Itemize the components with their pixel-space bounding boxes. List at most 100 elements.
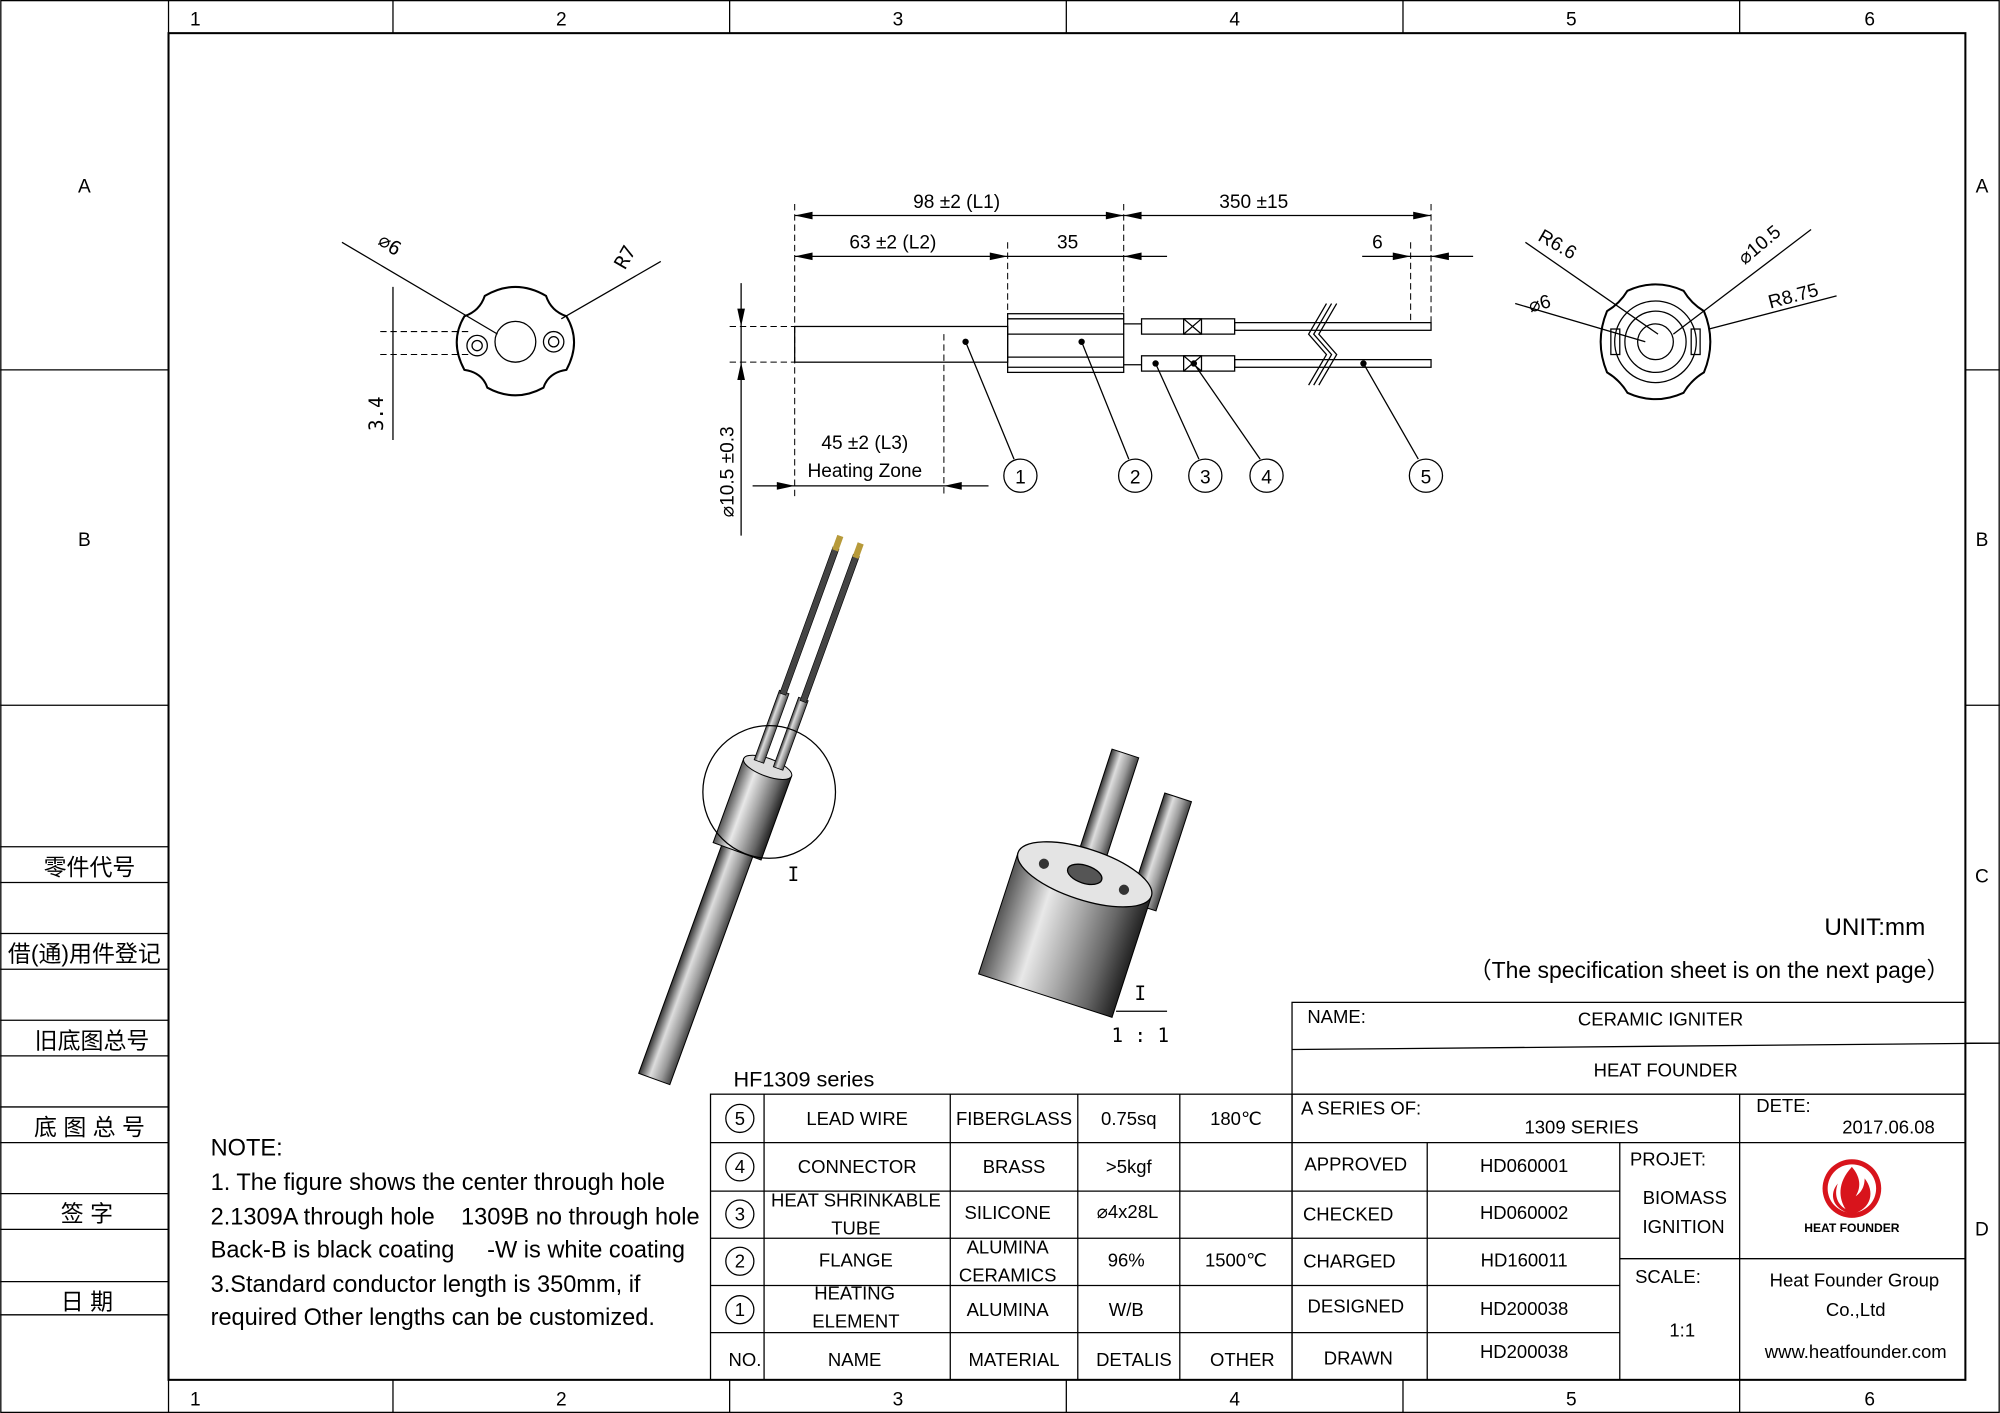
bom-header-details: DETALIS <box>1096 1349 1172 1370</box>
left-hole-diameter-label: ⌀6 <box>374 229 405 260</box>
approval-code: HD200038 <box>1480 1341 1568 1362</box>
notes: NOTE: 1. The figure shows the center thr… <box>211 1134 700 1330</box>
balloon-2: 2 <box>1130 467 1141 488</box>
left-end-view: ⌀6 R7 3.4 <box>341 229 662 440</box>
bom-material: BRASS <box>983 1156 1046 1177</box>
company-website[interactable]: www.heatfounder.com <box>1764 1341 1947 1362</box>
zone-col-2-bottom: 2 <box>556 1389 567 1410</box>
dim-l3: 45 ±2 (L3) <box>821 433 908 454</box>
logo-text: HEAT FOUNDER <box>1804 1221 1900 1235</box>
zone-col-5: 5 <box>1566 10 1577 31</box>
bom-material: SILICONE <box>965 1202 1051 1223</box>
bom-header-material: MATERIAL <box>968 1349 1059 1370</box>
dim-l2: 63 ±2 (L2) <box>849 233 936 254</box>
date-label: DETE: <box>1756 1095 1810 1116</box>
zone-row-b-right: B <box>1976 530 1989 551</box>
left-radius-label: R7 <box>609 241 640 272</box>
bom-other: 180℃ <box>1210 1108 1262 1129</box>
bom-name: FLANGE <box>819 1249 893 1270</box>
zone-row-a: A <box>78 177 91 198</box>
side-label-borrow-register: 借(通)用件登记 <box>8 941 161 967</box>
zone-col-4: 4 <box>1229 10 1240 31</box>
bom-header-no: NO. <box>729 1349 762 1370</box>
side-label-part-code: 零件代号 <box>44 854 136 880</box>
bom-other: 1500℃ <box>1205 1249 1267 1270</box>
zone-row-d-right: D <box>1975 1220 1989 1241</box>
series-label: HF1309 series <box>733 1067 874 1092</box>
bom-header-name: NAME <box>828 1349 881 1370</box>
note-line: 1. The figure shows the center through h… <box>211 1169 665 1195</box>
side-label-date: 日 期 <box>61 1289 113 1315</box>
note-line: 3.Standard conductor length is 350mm, if <box>211 1271 641 1297</box>
right-end-view: R6.6 ⌀6 ⌀10.5 R8.75 <box>1515 222 1837 401</box>
right-d105-label: ⌀10.5 <box>1734 222 1785 269</box>
bom-no: 3 <box>735 1203 745 1224</box>
dim-diameter: ⌀10.5 ±0.3 <box>717 426 738 517</box>
balloon-5: 5 <box>1421 467 1432 488</box>
detail-label: I <box>1135 982 1147 1005</box>
side-label-old-base-no: 旧底图总号 <box>35 1027 150 1053</box>
zone-row-b: B <box>78 530 91 551</box>
bom-name: LEAD WIRE <box>806 1108 908 1129</box>
bom-name: HEAT SHRINKABLE <box>771 1189 941 1210</box>
zone-col-6-bottom: 6 <box>1864 1389 1875 1410</box>
bom-details: 96% <box>1108 1249 1145 1270</box>
dim-overall-length: 98 ±2 (L1) <box>913 192 1000 213</box>
right-r875-label: R8.75 <box>1766 280 1821 313</box>
project-value-line2: IGNITION <box>1642 1216 1724 1237</box>
note-line: Back-B is black coating -W is white coat… <box>211 1236 685 1262</box>
approval-role: CHARGED <box>1303 1251 1395 1272</box>
scale-label: SCALE: <box>1635 1266 1701 1287</box>
zone-col-2: 2 <box>556 10 567 31</box>
dim-heating-zone: Heating Zone <box>807 461 922 482</box>
approval-code: HD160011 <box>1481 1249 1568 1270</box>
company-name-line2: Co.,Ltd <box>1826 1299 1886 1320</box>
balloon-3: 3 <box>1200 467 1211 488</box>
bom-no: 4 <box>735 1156 745 1177</box>
zone-col-1: 1 <box>190 10 201 31</box>
company-header: HEAT FOUNDER <box>1594 1059 1738 1080</box>
approval-code: HD060001 <box>1480 1155 1568 1176</box>
detail-view: I 1 : 1 <box>977 748 1193 1047</box>
approval-role: CHECKED <box>1303 1203 1393 1224</box>
series-of-label: A SERIES OF: <box>1301 1098 1421 1119</box>
left-offset-label: 3.4 <box>365 397 388 432</box>
approval-role: DESIGNED <box>1308 1295 1405 1316</box>
dim-lead-length: 350 ±15 <box>1219 192 1288 213</box>
spec-sheet-note: （The specification sheet is on the next … <box>1469 957 1950 983</box>
bom-name-line2: TUBE <box>831 1217 880 1238</box>
balloon-4: 4 <box>1261 467 1272 488</box>
title-block: NAME: CERAMIC IGNITER HEAT FOUNDER A SER… <box>1291 1001 2000 1381</box>
scale-value: 1:1 <box>1669 1319 1695 1340</box>
approval-role: APPROVED <box>1304 1154 1407 1175</box>
series-value: 1309 SERIES <box>1524 1117 1638 1138</box>
part-name: CERAMIC IGNITER <box>1578 1008 1743 1029</box>
detail-callout-label: I <box>788 863 800 886</box>
bom-details: >5kgf <box>1106 1156 1153 1177</box>
company-name-line1: Heat Founder Group <box>1770 1270 1940 1291</box>
isometric-view: I <box>638 534 864 1086</box>
name-label: NAME: <box>1307 1006 1366 1027</box>
bom-material-line2: CERAMICS <box>959 1265 1057 1286</box>
approval-code: HD200038 <box>1480 1298 1568 1319</box>
bom-name-line2: ELEMENT <box>812 1311 899 1332</box>
unit-label: UNIT:mm <box>1824 914 1925 941</box>
approval-code: HD060002 <box>1480 1202 1568 1223</box>
bom-no: 2 <box>735 1251 745 1272</box>
zone-col-5-bottom: 5 <box>1566 1389 1577 1410</box>
note-line: 2.1309A through hole 1309B no through ho… <box>211 1203 700 1229</box>
bom-header-other: OTHER <box>1210 1349 1275 1370</box>
detail-scale: 1 : 1 <box>1112 1024 1170 1047</box>
bom-details: W/B <box>1109 1299 1144 1320</box>
bom-table: HF1309 series 5 LEAD WIRE FIBERGLASS 0.7… <box>709 1067 1293 1381</box>
bom-no: 5 <box>735 1108 745 1129</box>
right-r66-label: R6.6 <box>1534 226 1579 264</box>
zone-row-a-right: A <box>1976 177 1989 198</box>
bom-name: CONNECTOR <box>798 1156 917 1177</box>
bom-material: ALUMINA <box>967 1299 1050 1320</box>
bom-material: FIBERGLASS <box>956 1108 1072 1129</box>
date-value: 2017.06.08 <box>1842 1117 1935 1138</box>
bom-details: ⌀4x28L <box>1097 1201 1159 1222</box>
bom-no: 1 <box>735 1299 745 1320</box>
zone-col-3-bottom: 3 <box>893 1389 904 1410</box>
